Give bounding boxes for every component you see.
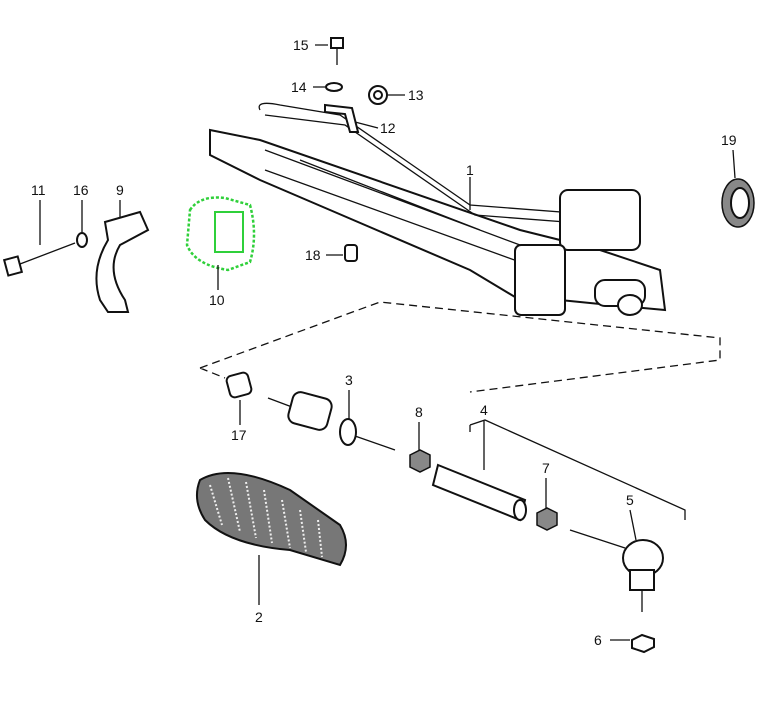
part-18-screw[interactable]	[344, 244, 358, 262]
steering-rack[interactable]	[209, 102, 667, 316]
part-17-pad[interactable]	[225, 371, 253, 399]
part-3-inner-tie-rod[interactable]	[267, 390, 396, 451]
part-4-sleeve[interactable]	[431, 463, 527, 522]
callout-13: 13	[408, 87, 424, 103]
part-5-tie-rod-end[interactable]	[569, 529, 664, 612]
callout-2: 2	[255, 609, 263, 625]
part-14-washer[interactable]	[325, 82, 343, 92]
callout-14: 14	[291, 79, 307, 95]
part-16-washer[interactable]	[76, 232, 88, 248]
callout-4: 4	[480, 402, 488, 418]
part-8-nut[interactable]	[409, 449, 431, 473]
part-13-clamp[interactable]	[368, 85, 388, 105]
callout-10: 10	[209, 292, 225, 308]
callout-5: 5	[626, 492, 634, 508]
callout-3: 3	[345, 372, 353, 388]
callout-12: 12	[380, 120, 396, 136]
callout-16: 16	[73, 182, 89, 198]
part-19-ring[interactable]	[721, 178, 755, 228]
part-9-clamp[interactable]	[95, 210, 150, 313]
callout-15: 15	[293, 37, 309, 53]
part-10-bushing[interactable]	[185, 196, 256, 272]
callout-8: 8	[415, 404, 423, 420]
callout-11: 11	[31, 182, 46, 198]
callout-18: 18	[305, 247, 321, 263]
callout-9: 9	[116, 182, 124, 198]
callout-1: 1	[466, 162, 474, 178]
part-6-nut[interactable]	[631, 633, 655, 654]
part-15-bolt[interactable]	[330, 37, 344, 65]
callout-7: 7	[542, 460, 550, 476]
callout-17: 17	[231, 427, 247, 443]
part-2-boot[interactable]	[195, 471, 347, 567]
callout-6: 6	[594, 632, 602, 648]
leader-lines	[39, 44, 736, 641]
callout-19: 19	[721, 132, 737, 148]
part-11-bolt[interactable]	[2, 242, 76, 277]
part-12-bracket[interactable]	[324, 103, 360, 133]
part-7-nut[interactable]	[536, 507, 558, 531]
assembly-outline	[199, 301, 721, 393]
